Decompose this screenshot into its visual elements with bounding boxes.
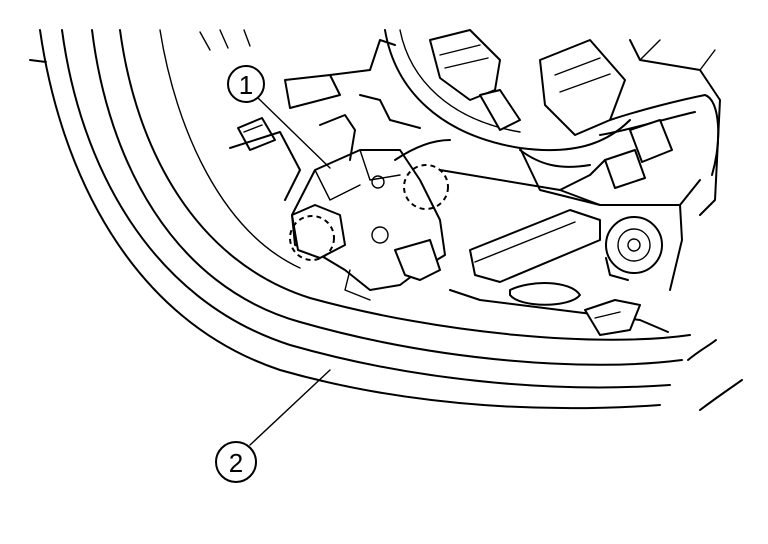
lower-bracket [449, 209, 669, 336]
fixing-points [289, 164, 449, 261]
callout-1-leader [257, 97, 331, 169]
callout-2-label: 2 [229, 448, 243, 478]
cover-panel [29, 29, 743, 411]
key-cylinder [605, 216, 663, 281]
callout-2-leader [249, 369, 331, 446]
column-housing [284, 29, 721, 291]
switch-assembly [291, 114, 451, 301]
callout-1-label: 1 [239, 70, 253, 100]
wiring-harness [519, 94, 720, 191]
left-clip [229, 117, 301, 201]
harness-connector-upper [429, 29, 626, 136]
callout-2: 2 [215, 441, 257, 483]
callout-1: 1 [227, 65, 265, 103]
